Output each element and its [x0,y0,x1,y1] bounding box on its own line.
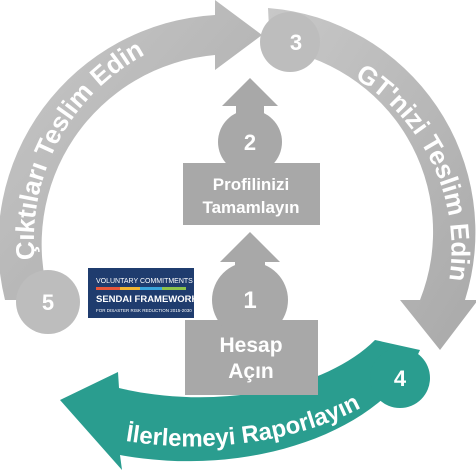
step-5-node [16,270,80,334]
badge-line2: SENDAI FRAMEWORK [96,294,199,305]
step-2-label-line2: Tamamlayın [202,198,299,217]
label-submit-outputs: Çıktıları Teslim Edin [10,34,149,261]
up-arrow-2 [222,78,278,118]
step-1-label-line1: Hesap [219,334,282,357]
step-3-number: 3 [290,30,302,55]
step-2-number: 2 [244,130,256,155]
step-4-number: 4 [394,366,407,391]
arc-arrow-report-progress [60,340,430,470]
badge-line3: FOR DISASTER RISK REDUCTION 2015-2030 [96,308,192,313]
up-arrow-1 [220,232,280,285]
step-2-label-line1: Profilinizi [213,175,290,194]
step-1-number: 1 [243,287,256,314]
sendai-badge: VOLUNTARY COMMITMENTS SENDAI FRAMEWORK F… [88,268,199,318]
step-2-stack [183,78,320,225]
step-1-label-line2: Açın [228,360,274,383]
arc-arrow-submit-outputs [0,0,262,300]
step-1-stack [185,232,318,395]
step-5-number: 5 [42,290,54,315]
badge-line1: VOLUNTARY COMMITMENTS [96,278,193,285]
arc-arrow-submit-gt [260,8,476,350]
